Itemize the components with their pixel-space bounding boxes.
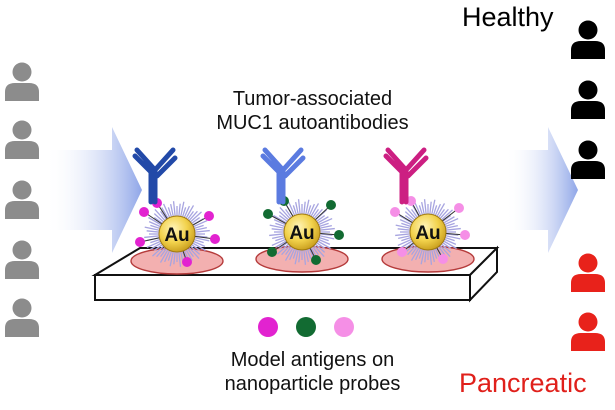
antigen-legend-dot [296,317,316,337]
autoantibody-icon [383,147,429,205]
left-flow-arrow [45,127,142,253]
nanoparticle-probe: Au [381,147,475,273]
gold-nanoparticle [409,213,447,251]
ligand-shell [395,199,461,265]
antigen-dot [454,203,464,213]
antigen-dot [326,200,336,210]
patient-icon [5,298,39,337]
antigen-dot [460,230,470,240]
antigen-dot [438,254,448,264]
patient-icon [5,120,39,159]
antigen-dot [182,257,192,267]
patient-icon [5,62,39,101]
autoantibody-caption: Tumor-associated MUC1 autoantibodies [200,88,425,135]
patient-icon [5,240,39,279]
autoantibody-icon [260,147,306,205]
antigen-dot [204,211,214,221]
antigen-dot [390,207,400,217]
antigen-dot [397,247,407,257]
au-label: Au [164,225,189,246]
pancreatic-patient-icon [571,312,605,351]
antigen-caption-line-2: nanoparticle probes [224,372,401,395]
au-label: Au [289,223,314,244]
autoantibody-caption-line-1: Tumor-associated [232,88,393,110]
autoantibody-icon [132,147,178,205]
autoantibody-caption-line-2: MUC1 autoantibodies [216,111,409,134]
right-flow-arrow [505,127,578,253]
pancreatic-label: Pancreatic [459,368,587,398]
antigen-dot [334,230,344,240]
gold-nanoparticle [283,213,321,251]
gold-nanoparticle [158,215,196,253]
antigen-legend-dot [334,317,354,337]
nanoparticle-probe: Au [255,147,349,273]
antigen-dot [135,237,145,247]
antigen-dot [267,247,277,257]
pancreatic-patient-icon [571,253,605,292]
nanoparticle-probe: Au [130,147,224,275]
au-label: Au [415,223,440,244]
antigen-caption: Model antigens on nanoparticle probes [195,349,430,396]
antigen-caption-line-1: Model antigens on [230,349,395,371]
healthy-label: Healthy [462,2,554,32]
antigen-legend-dot [258,317,278,337]
healthy-patient-icon [571,80,605,119]
antigen-dot [263,209,273,219]
healthy-patient-icon [571,20,605,59]
patient-icon [5,180,39,219]
healthy-patient-icon [571,140,605,179]
antigen-dot [311,255,321,265]
antigen-dot [210,234,220,244]
antigen-dot [139,207,149,217]
